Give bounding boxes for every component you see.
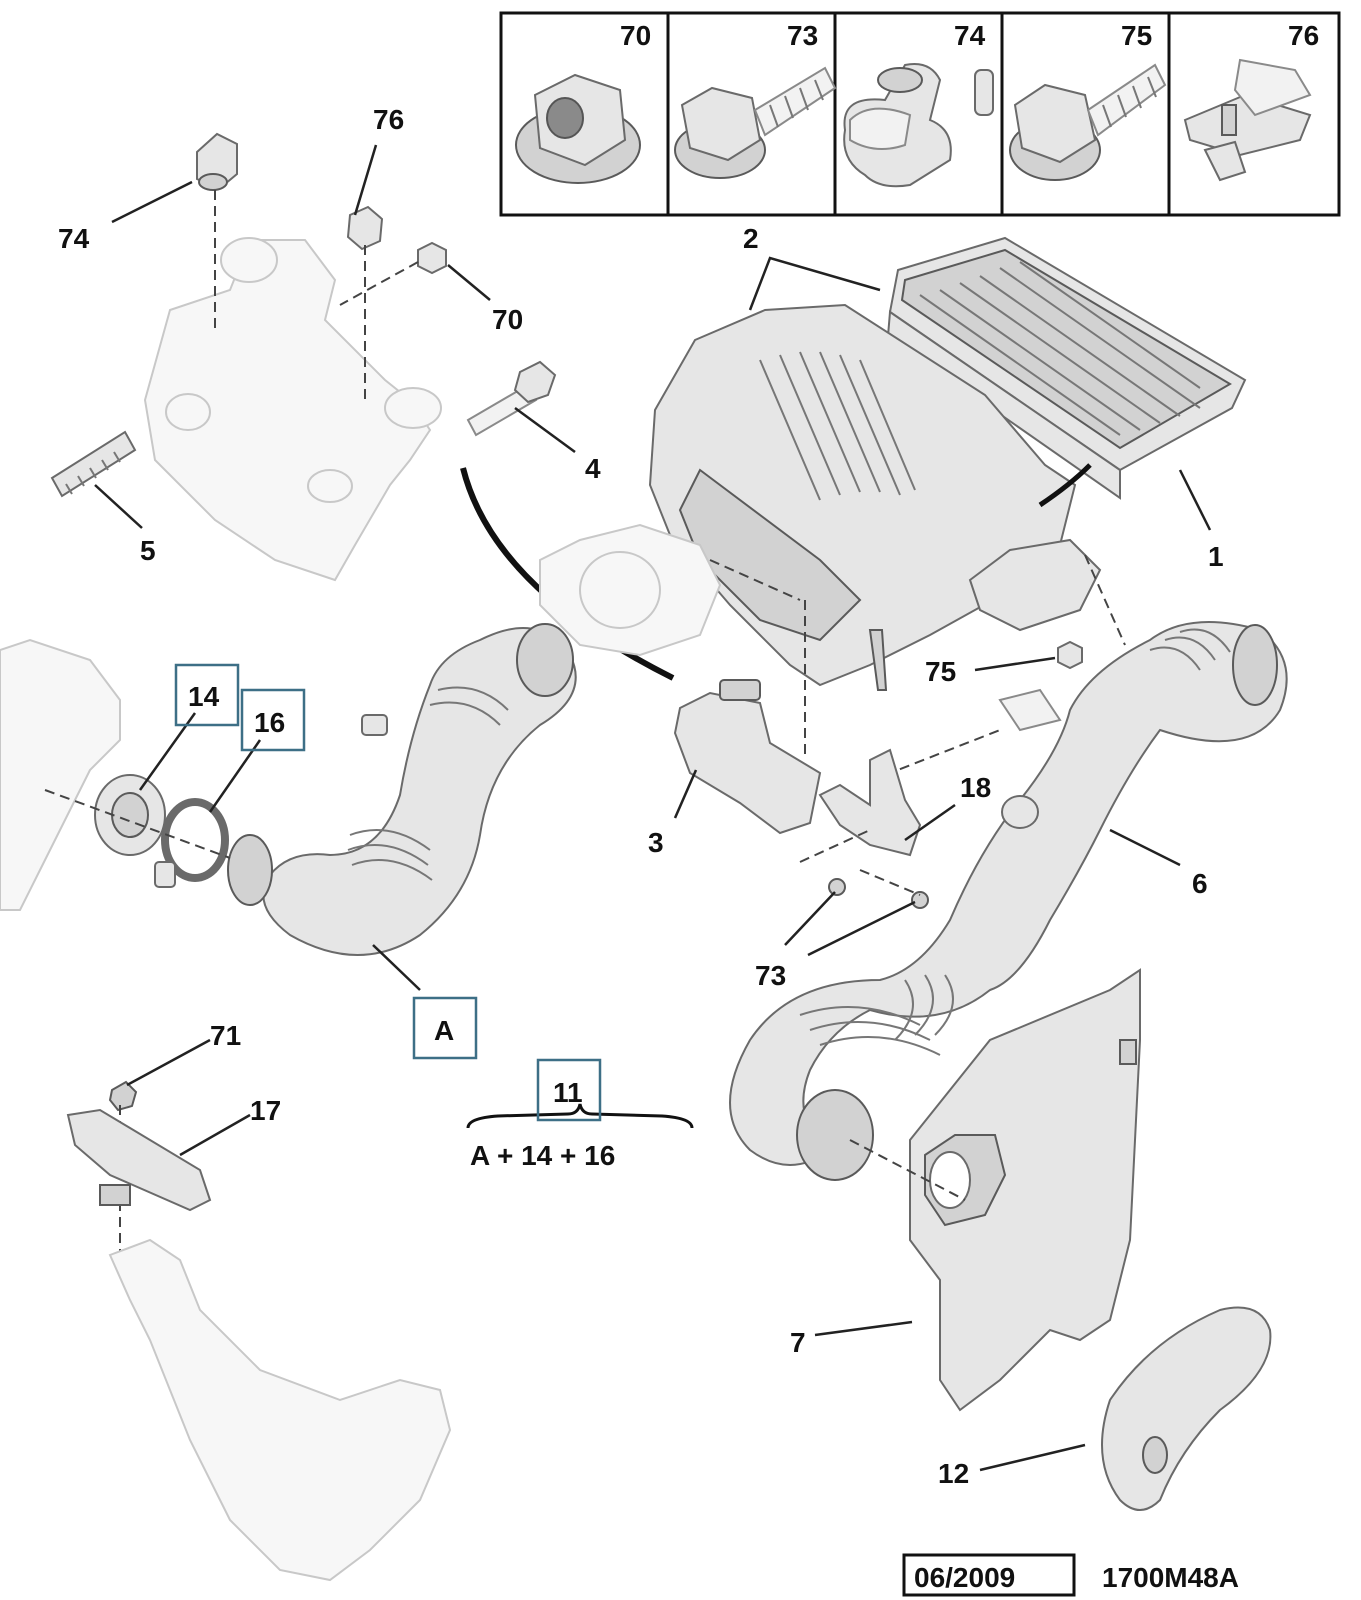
- date-box: [902, 1553, 1076, 1597]
- air-filter-housing-2: [648, 303, 1102, 691]
- callout-7: 7: [790, 1327, 806, 1358]
- housing-link-line: [1038, 463, 1092, 508]
- callout-75: 75: [925, 656, 956, 687]
- footer-ref: 1700M48A: [1102, 1562, 1239, 1593]
- legend-num-76: 76: [1288, 20, 1319, 51]
- footer-date: 06/2009: [914, 1562, 1015, 1593]
- ref-box-A: [412, 996, 478, 1060]
- air-filter-element-1: [886, 236, 1247, 500]
- clamp-16: [154, 798, 229, 888]
- callout-3: 3: [648, 827, 664, 858]
- engine-block-ghost: [0, 638, 121, 911]
- fastener-legend-box: 70 73 74 75 76: [499, 11, 1341, 217]
- bolt-4: [466, 360, 557, 437]
- flange-nut-icon: [515, 73, 641, 184]
- callout-18: 18: [960, 772, 991, 803]
- air-duct-6: [729, 621, 1288, 1181]
- legend-num-73: 73: [787, 20, 818, 51]
- callout-16: 16: [254, 707, 285, 738]
- group-brace: [466, 1103, 694, 1129]
- legend-num-70: 70: [620, 20, 651, 51]
- screw-73-a: [828, 878, 846, 896]
- air-guide-7: [909, 968, 1141, 1412]
- callout-17: 17: [250, 1095, 281, 1126]
- clip-76-upper: [346, 205, 384, 251]
- legend-num-75: 75: [1121, 20, 1152, 51]
- intake-hose-A: [227, 623, 577, 956]
- hose-clip-icon: [843, 63, 994, 188]
- ref-box-14: [174, 663, 240, 727]
- bracket-18: [818, 748, 922, 857]
- callout-11: 11: [553, 1077, 583, 1108]
- callout-12: 12: [938, 1458, 969, 1489]
- plate-17: [66, 1108, 212, 1212]
- callout-5: 5: [140, 535, 156, 566]
- clip-74-upper: [196, 132, 238, 191]
- callout-74: 74: [58, 223, 90, 254]
- callout-1: 1: [1208, 541, 1224, 572]
- ref-box-11: [536, 1058, 602, 1122]
- engine-bracket-ghost: [143, 237, 442, 582]
- sensor-3: [673, 679, 822, 835]
- callout-76: 76: [373, 104, 404, 135]
- callout-70: 70: [492, 304, 523, 335]
- callout-A: A: [434, 1015, 454, 1046]
- throttle-flange-ghost: [539, 523, 722, 657]
- callout-71: 71: [210, 1020, 241, 1051]
- callout-73: 73: [755, 960, 786, 991]
- callout-6: 6: [1192, 868, 1208, 899]
- callout-4: 4: [585, 453, 601, 484]
- legend-num-74: 74: [954, 20, 986, 51]
- seal-14: [94, 774, 166, 856]
- ref-box-16: [240, 688, 306, 752]
- spring-clip-icon: [1183, 58, 1312, 182]
- callout-2: 2: [743, 223, 759, 254]
- air-guide-12: [1101, 1306, 1272, 1511]
- nut-70-upper: [417, 241, 447, 275]
- flange-bolt-icon: [1009, 63, 1167, 181]
- stud-5: [50, 430, 137, 498]
- support-bracket-ghost: [108, 1238, 452, 1582]
- hex-flange-screw-icon: [674, 66, 837, 179]
- bolt-75: [1057, 640, 1083, 670]
- leader-lines: [94, 144, 1212, 1472]
- screw-73-b: [911, 891, 929, 909]
- callout-14: 14: [188, 681, 220, 712]
- screw-71: [108, 1080, 138, 1112]
- group-formula: A + 14 + 16: [470, 1140, 615, 1171]
